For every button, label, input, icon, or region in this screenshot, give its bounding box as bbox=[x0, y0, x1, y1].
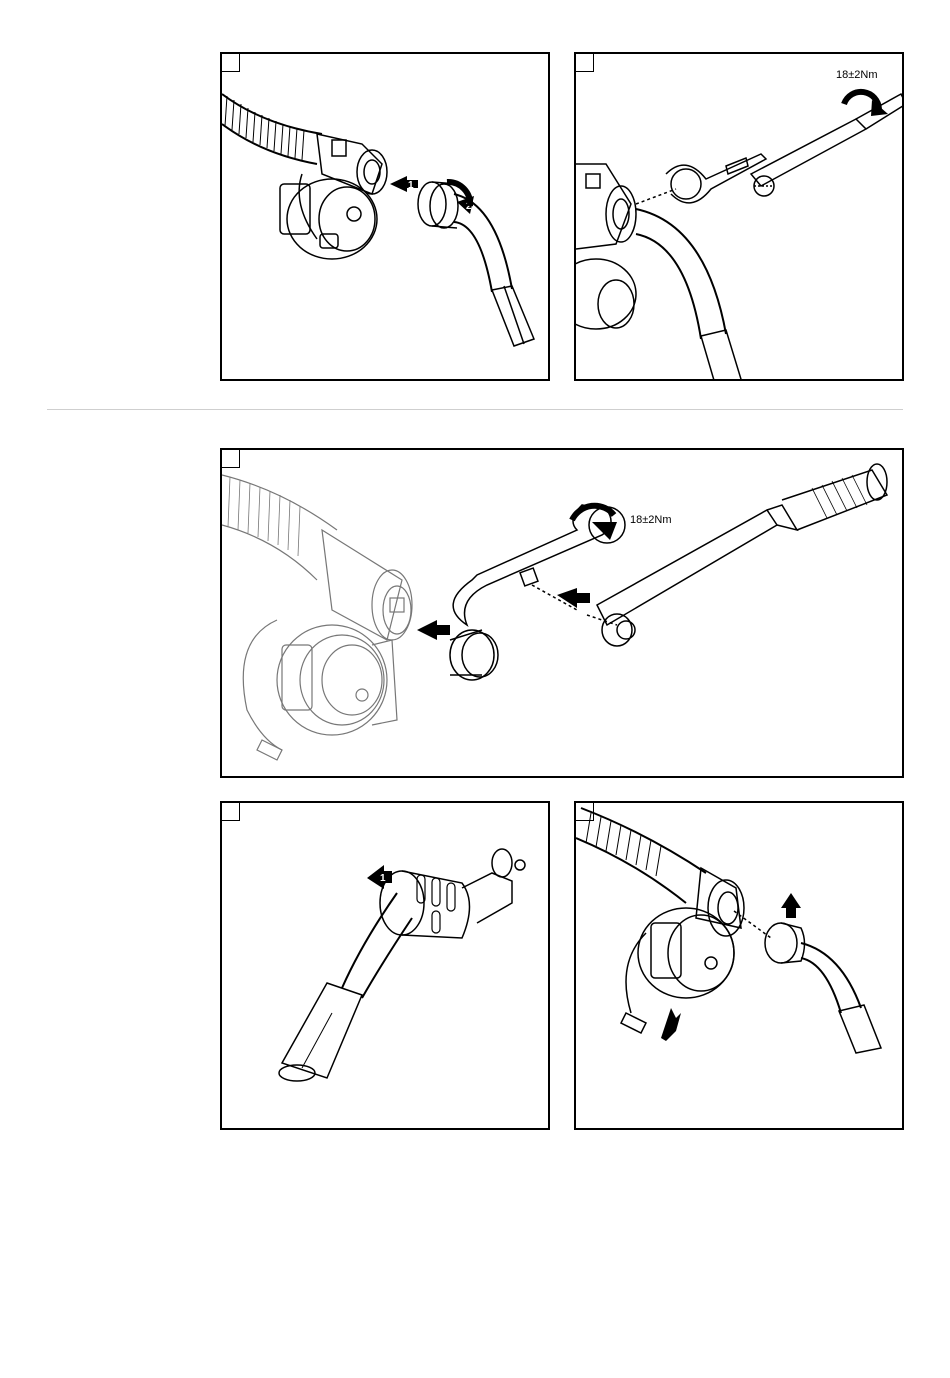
section-divider bbox=[47, 409, 903, 410]
torque-wrench-illustration bbox=[576, 54, 904, 381]
figure-panel-3: 18±2Nm bbox=[220, 448, 904, 778]
torch-neck-removal-illustration: 1 2 bbox=[222, 54, 550, 381]
figure-panel-4: 1 bbox=[220, 801, 550, 1130]
torch-assembly-exploded-illustration bbox=[222, 450, 904, 778]
nozzle-connection-illustration: 1 bbox=[222, 803, 550, 1130]
figure-panel-1: 1 2 bbox=[220, 52, 550, 381]
step-one-label: 1 bbox=[380, 873, 386, 884]
step-one-label: 1 bbox=[408, 180, 414, 191]
figure-panel-2: 18±2Nm bbox=[574, 52, 904, 381]
figure-panel-5 bbox=[574, 801, 904, 1130]
torch-reassembly-illustration bbox=[576, 803, 904, 1130]
